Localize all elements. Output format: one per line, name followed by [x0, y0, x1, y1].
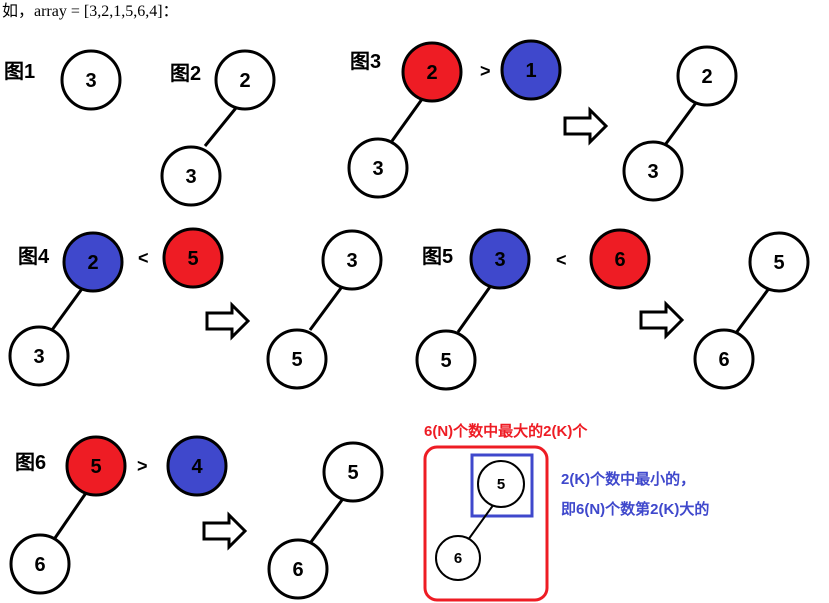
fig4-result-root-node: 3 — [321, 229, 383, 291]
svg-text:6: 6 — [614, 249, 625, 271]
summary-blue-caption-line1: 2(K)个数中最小的， — [561, 470, 695, 488]
fig6-edge — [53, 489, 90, 539]
summary-red-caption: 6(N)个数中最大的2(K)个 — [424, 422, 588, 440]
summary-child-node: 6 — [435, 535, 481, 581]
fig5-incoming-node: 6 — [589, 228, 651, 290]
fig4-root-node: 2 — [62, 231, 124, 293]
figure-5-label: 图5 — [422, 245, 453, 268]
summary-red-box — [423, 445, 549, 602]
svg-text:5: 5 — [347, 462, 358, 484]
svg-text:3: 3 — [185, 166, 196, 188]
figure-6-label: 图6 — [15, 451, 46, 474]
fig3-arrow-icon — [563, 106, 609, 146]
fig5-edge — [456, 283, 494, 333]
fig4-child-node: 3 — [8, 325, 70, 387]
svg-text:5: 5 — [90, 456, 101, 478]
summary-blue-caption-line2: 即6(N)个数第2(K)大的 — [561, 500, 709, 518]
fig4-result-child-node: 5 — [266, 328, 328, 390]
svg-text:6: 6 — [718, 349, 729, 371]
fig3-root-node: 2 — [401, 41, 463, 103]
summary-edge — [467, 503, 495, 541]
fig6-incoming-node: 4 — [166, 435, 228, 497]
svg-text:3: 3 — [372, 158, 383, 180]
fig4-arrow-icon — [205, 301, 251, 341]
summary-root-node: 5 — [477, 460, 525, 508]
figure-2-label: 图2 — [170, 62, 201, 85]
fig6-result-edge — [309, 495, 347, 543]
fig5-compare-op: < — [556, 250, 567, 270]
fig5-arrow-icon — [639, 300, 685, 340]
fig2-child-node: 3 — [160, 145, 222, 207]
svg-text:6: 6 — [292, 559, 303, 581]
svg-text:3: 3 — [33, 346, 44, 368]
fig3-compare-op: > — [480, 61, 491, 81]
fig6-arrow-icon — [202, 511, 248, 551]
svg-text:6: 6 — [34, 554, 45, 576]
fig5-root-node: 3 — [469, 228, 531, 290]
fig6-compare-op: > — [137, 456, 148, 476]
fig2-root-node: 2 — [214, 49, 276, 111]
fig3-incoming-node: 1 — [500, 39, 562, 101]
svg-text:2: 2 — [239, 70, 250, 92]
fig3-child-node: 3 — [347, 137, 409, 199]
svg-text:5: 5 — [773, 252, 784, 274]
fig5-result-root-node: 5 — [748, 231, 810, 293]
fig3-edge — [390, 94, 427, 142]
figure-4-label: 图4 — [18, 245, 50, 268]
svg-text:3: 3 — [647, 161, 658, 183]
svg-text:3: 3 — [346, 250, 357, 272]
fig5-result-edge — [734, 286, 772, 334]
fig6-child-node: 6 — [9, 533, 71, 595]
svg-text:3: 3 — [494, 249, 505, 271]
figure-1-label: 图1 — [4, 60, 35, 83]
fig3-result-child-node: 3 — [622, 140, 684, 202]
fig4-compare-op: < — [138, 248, 149, 268]
svg-text:1: 1 — [525, 60, 536, 82]
figure-3-label: 图3 — [350, 50, 381, 73]
summary-blue-box — [470, 453, 534, 518]
fig5-child-node: 5 — [415, 329, 477, 391]
svg-text:5: 5 — [187, 248, 198, 270]
svg-text:2: 2 — [426, 62, 437, 84]
svg-text:2: 2 — [87, 252, 98, 274]
fig3-result-edge — [663, 99, 700, 146]
fig4-result-edge — [308, 283, 346, 331]
fig6-result-root-node: 5 — [322, 441, 384, 503]
svg-text:4: 4 — [191, 456, 203, 478]
fig6-result-child-node: 6 — [267, 538, 329, 600]
svg-text:3: 3 — [85, 70, 96, 92]
fig6-root-node: 5 — [65, 435, 127, 497]
svg-text:5: 5 — [291, 349, 302, 371]
svg-text:5: 5 — [440, 350, 451, 372]
fig4-edge — [50, 285, 86, 331]
fig3-result-root-node: 2 — [676, 45, 738, 107]
fig4-incoming-node: 5 — [162, 227, 224, 289]
intro-text: 如，array = [3,2,1,5,6,4]： — [2, 2, 179, 20]
svg-text:6: 6 — [454, 550, 462, 567]
svg-text:5: 5 — [497, 476, 505, 493]
fig5-result-child-node: 6 — [693, 328, 755, 390]
fig1-node-3: 3 — [60, 49, 122, 111]
fig2-edge — [203, 102, 242, 147]
svg-text:2: 2 — [701, 66, 712, 88]
